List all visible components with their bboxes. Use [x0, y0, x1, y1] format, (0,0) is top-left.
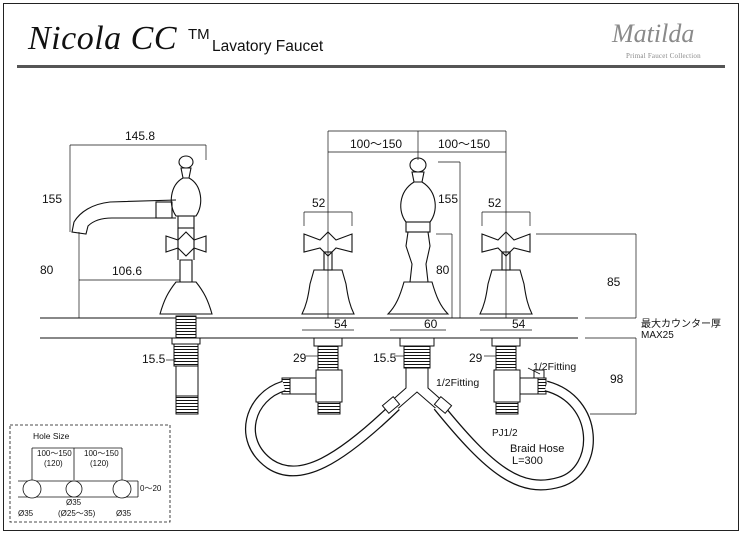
product-subtitle: Lavatory Faucet — [212, 38, 324, 55]
fitting-left-label: 1/2Fitting — [436, 377, 479, 389]
pj-label: PJ1/2 — [492, 428, 518, 439]
title-divider — [17, 65, 725, 68]
dim-handle-height: 85 — [607, 275, 621, 289]
hole-left-diameter: Ø35 — [18, 509, 34, 518]
dim-spout-height: 155 — [42, 192, 62, 206]
dim-spout-width: 145.8 — [125, 129, 155, 143]
dim-handle-width-right: 52 — [488, 196, 502, 210]
dim-below-height: 98 — [610, 372, 624, 386]
dim-center-spread-left: 100～150 — [350, 137, 402, 151]
hole-spread-left: 100～150 — [37, 449, 72, 458]
hose-label: Braid Hose — [510, 443, 564, 455]
dim-handle-width-left: 52 — [312, 196, 326, 210]
dim-base-left: 54 — [334, 317, 348, 331]
hole-center-diameter-range: (Ø25～35) — [58, 509, 96, 518]
brand-logo-tagline: Primal Faucet Collection — [626, 52, 701, 60]
center-spout — [386, 157, 450, 315]
hole-spread-right: 100～150 — [84, 449, 119, 458]
braided-hoses — [244, 380, 594, 491]
side-view-faucet — [71, 155, 213, 315]
dim-center-base-height: 80 — [436, 263, 450, 277]
product-name: Nicola CC — [28, 20, 178, 57]
dim-spout-base-height: 80 — [40, 263, 54, 277]
hole-spread-left-sub: (120) — [44, 459, 63, 468]
hole-size-inset: Hole Size 100～150 (120) 100～150 (120) 0～… — [9, 424, 171, 523]
hole-size-title: Hole Size — [33, 431, 70, 441]
counter-thickness-max: MAX25 — [641, 330, 674, 341]
dim-side-shank: 15.5 — [142, 352, 166, 366]
dim-base-right: 54 — [512, 317, 526, 331]
dim-spout-reach: 106.6 — [112, 264, 142, 278]
side-view-dimensions — [69, 144, 207, 318]
dim-center-spread-right: 100～150 — [438, 137, 490, 151]
dim-right-shank: 29 — [469, 351, 483, 365]
hole-right-diameter: Ø35 — [116, 509, 132, 518]
hole-center-diameter: Ø35 — [66, 498, 82, 507]
hose-length: L=300 — [512, 455, 543, 467]
dim-center-height: 155 — [438, 192, 458, 206]
dim-center-shank: 15.5 — [373, 351, 397, 365]
hole-spread-right-sub: (120) — [90, 459, 109, 468]
below-counter-valves — [281, 337, 547, 415]
brand-logo: Matilda — [612, 19, 695, 48]
countertop — [40, 317, 636, 339]
side-view-shank — [171, 315, 201, 415]
trademark-mark: TM — [188, 26, 210, 43]
counter-thickness-note: 最大カウンター厚 — [641, 317, 721, 330]
drawing-frame — [3, 3, 739, 531]
front-dimension-lines — [302, 130, 637, 415]
dim-base-center: 60 — [424, 317, 438, 331]
dim-left-shank: 29 — [293, 351, 307, 365]
fitting-right-label: 1/2Fitting — [533, 361, 576, 373]
hole-thickness: 0～20 — [140, 484, 162, 493]
